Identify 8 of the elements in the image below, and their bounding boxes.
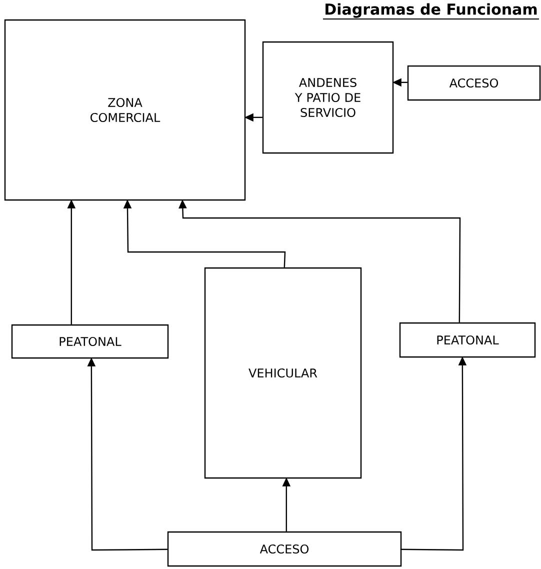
title: Diagramas de Funcionam bbox=[322, 3, 540, 20]
box: PEATONAL bbox=[399, 322, 536, 358]
box: PEATONAL bbox=[11, 324, 169, 359]
box: ACCESO bbox=[407, 65, 541, 101]
box: ANDENES Y PATIO DE SERVICIO bbox=[262, 41, 394, 154]
box: ACCESO bbox=[167, 531, 402, 567]
box: VEHICULAR bbox=[204, 267, 362, 479]
box: ZONA COMERCIAL bbox=[4, 19, 246, 201]
